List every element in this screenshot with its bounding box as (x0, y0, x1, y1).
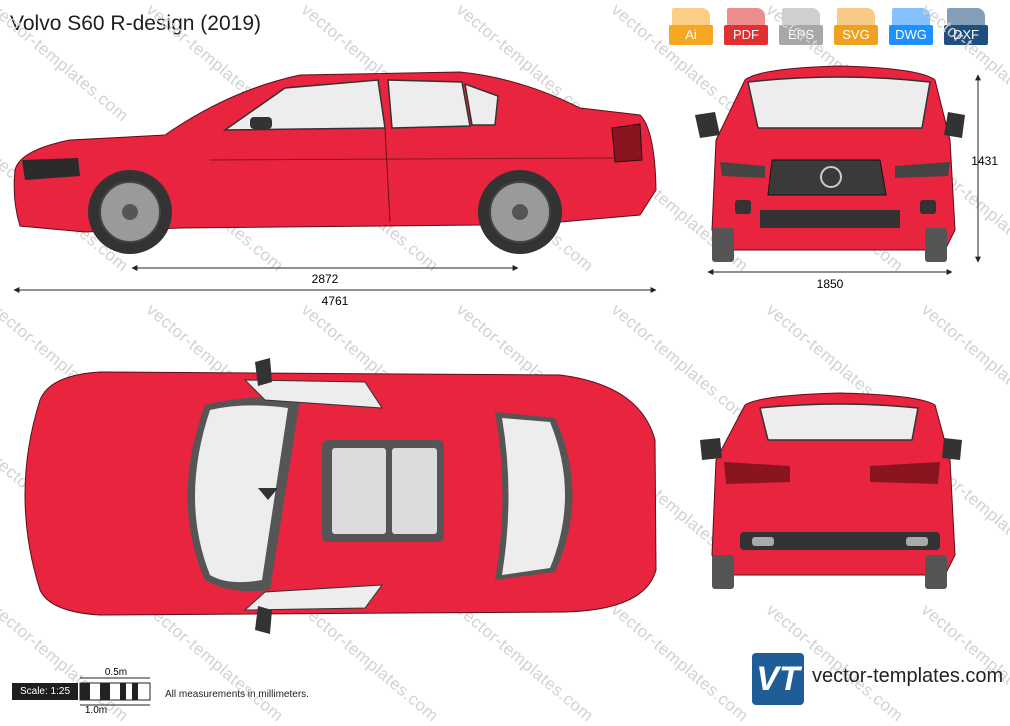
scale-bar (79, 677, 151, 706)
width-label: 1850 (817, 277, 844, 291)
side-view (13, 71, 657, 254)
brand-logo-icon[interactable]: VT (752, 653, 804, 705)
format-eps-button[interactable]: EPS (779, 8, 823, 50)
format-pdf-button[interactable]: PDF (724, 8, 768, 50)
front-view (695, 65, 965, 262)
format-svg-button[interactable]: SVG (834, 8, 878, 50)
format-dxf-button[interactable]: DXF (944, 8, 988, 50)
length-label: 4761 (322, 294, 349, 308)
page-title: Volvo S60 R-design (2019) (10, 12, 261, 35)
measurement-note: All measurements in millimeters. (165, 689, 309, 700)
format-label: SVG (834, 25, 878, 45)
format-dwg-button[interactable]: DWG (889, 8, 933, 50)
format-label: EPS (779, 25, 823, 45)
height-label: 1431 (971, 154, 998, 168)
brand-site-link[interactable]: vector-templates.com (812, 665, 1004, 687)
top-view (24, 358, 657, 634)
format-label: DXF (944, 25, 988, 45)
format-ai-button[interactable]: Ai (669, 8, 713, 50)
scale-half-meter: 0.5m (105, 667, 127, 678)
format-label: Ai (669, 25, 713, 45)
format-label: DWG (889, 25, 933, 45)
brand-logo-text: VT (756, 660, 800, 698)
wheelbase-label: 2872 (312, 272, 339, 286)
scale-one-meter: 1.0m (85, 705, 107, 714)
format-label: PDF (724, 25, 768, 45)
scale-label: Scale: 1:25 (12, 683, 78, 700)
rear-view (700, 392, 962, 589)
